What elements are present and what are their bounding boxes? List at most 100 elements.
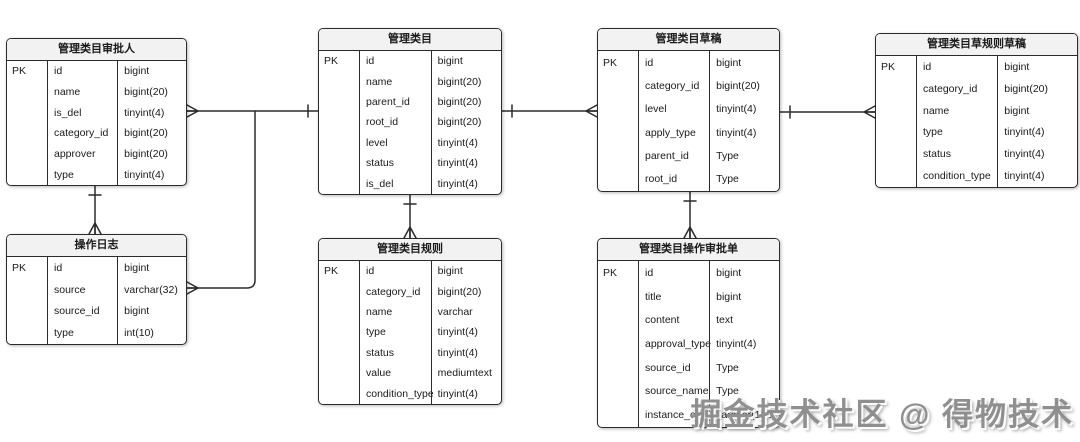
field-name: id [54,261,63,274]
field-name: category_id [645,79,700,92]
field-name: name [366,75,393,88]
field-name: category_id [366,285,421,298]
pk-label: PK [881,60,896,73]
field-name: source [54,283,86,296]
field-type: Type [716,361,739,374]
field-type-column: bigint bigint(20) bigint(20) bigint(20) tiny… [430,51,501,194]
field-type-column: bigint bigint(20) varchar tinyint(4) tinyint… [430,261,501,404]
field-name: title [645,290,662,303]
field-type: bigint [1004,104,1030,117]
field-name: status [366,346,395,359]
watermark-text: 掘金技术社区 @ 得物技术 [690,397,1074,432]
field-name: name [366,306,393,319]
field-type: tinyint(4) [716,337,757,350]
field-name: id [645,266,654,279]
table-title: 管理类目审批人 [7,39,186,61]
crows-foot-many-icon [186,104,199,118]
field-name: is_del [366,177,394,190]
field-type: tinyint(4) [437,326,478,339]
field-name: type [923,126,943,139]
field-type: varchar(32) [124,283,178,296]
pk-label: PK [324,55,339,68]
field-type: bigint(20) [437,116,482,129]
field-type: tinyint(4) [716,126,757,139]
field-name: instance_code [645,409,713,422]
field-name: category_id [923,82,978,95]
pk-label: PK [12,261,27,274]
field-type: tinyint(4) [437,346,478,359]
field-type: tinyint(4) [437,157,478,170]
field-name: status [366,157,395,170]
field-type: tinyint(4) [437,136,478,149]
crows-foot-many-icon [88,222,102,235]
table-title: 管理类目 [319,29,501,51]
field-name: type [366,326,386,339]
field-type: tinyint(4) [124,168,165,181]
field-type: bigint(20) [124,85,168,98]
field-type: bigint [437,265,463,278]
field-type: bigint [1004,60,1030,73]
field-name: condition_type [366,387,434,400]
field-type: bigint(20) [437,285,482,298]
field-type: bigint(20) [437,96,482,109]
field-name: condition_type [923,170,991,183]
table-title: 管理类目规则 [319,239,501,261]
field-type: bigint(20) [437,75,482,88]
field-type: bigint [716,266,742,279]
field-type: varchar [437,306,473,319]
field-name: type [54,168,74,181]
pk-label: PK [603,266,618,279]
field-type: bigint [124,65,150,78]
crows-foot-many-icon [186,281,199,295]
field-type: tinyint(4) [1004,126,1045,139]
field-name: status [923,148,952,161]
field-type: bigint(20) [124,147,168,160]
field-type: bigint [437,55,463,68]
field-type: tinyint(4) [437,177,478,190]
field-name: id [645,56,654,69]
crows-foot-many-icon [683,226,697,239]
crows-foot-many-icon [863,105,876,119]
field-type: tinyint(4) [437,387,478,400]
field-type: tinyint(4) [716,103,757,116]
table-title: 管理类目草稿 [598,29,779,51]
field-name: id [54,65,63,78]
field-type: tinyint(4) [124,106,165,119]
table-title: 管理类目操作审批单 [598,239,779,261]
field-name: parent_id [645,149,689,162]
field-type: varchar(128) [716,409,776,422]
field-type: bigint [124,261,150,274]
table-title: 操作日志 [7,235,186,257]
field-name: id [366,55,375,68]
field-name: level [366,136,388,149]
field-name: content [645,314,680,327]
field-name: parent_id [366,96,410,109]
field-name: is_del [54,106,82,119]
field-type: Type [716,385,739,398]
field-name: approval_type [645,337,711,350]
field-type: Type [716,173,739,186]
field-name: level [645,103,667,116]
field-type: tinyint(4) [1004,148,1045,161]
field-type: bigint [124,305,150,318]
